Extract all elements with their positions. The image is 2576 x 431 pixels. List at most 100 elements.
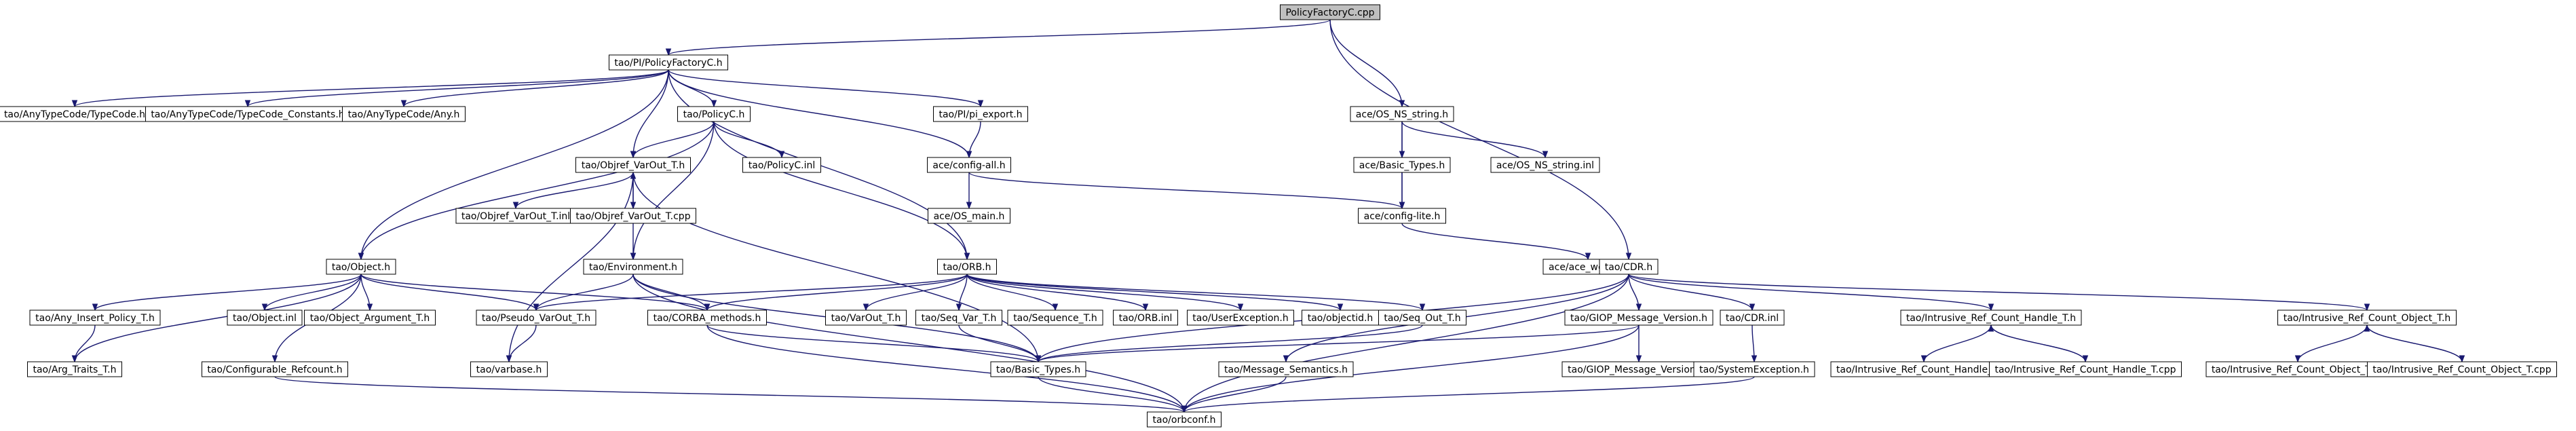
arrowhead-orb-h-to-sequence-t-h — [1052, 303, 1059, 312]
node-box-systemexception-h — [1693, 361, 1815, 377]
edge-policyc-h-to-environment-h — [632, 121, 715, 260]
node-intrusive-handle-t-h[interactable]: tao/Intrusive_Ref_Count_Handle_T.h — [1900, 310, 2082, 326]
node-orbconf-h[interactable]: tao/orbconf.h — [1147, 411, 1221, 428]
edge-object-h-to-corba-methods-h — [360, 274, 708, 311]
edge-policyc-h-to-object-h — [360, 121, 715, 260]
node-ace-config-lite-h[interactable]: ace/config-lite.h — [1358, 208, 1446, 224]
arrowhead-policyfactoryc-cpp-to-pi-policyfactoryc-h — [665, 48, 672, 56]
nodes-layer: PolicyFactoryC.cpp tao/PI/PolicyFactoryC.… — [0, 4, 2557, 428]
node-policyc-h[interactable]: tao/PolicyC.h — [677, 106, 751, 122]
node-pi-export-h[interactable]: tao/PI/pi_export.h — [933, 106, 1028, 122]
arrowhead-objref-varout-t-cpp-to-environment-h — [630, 252, 637, 261]
node-label-userexception-h: tao/UserException.h — [1192, 313, 1288, 324]
node-box-intrusive-object-t-cpp — [2367, 361, 2557, 377]
node-policyfactoryc-cpp: PolicyFactoryC.cpp — [1280, 4, 1380, 20]
node-varbase-h[interactable]: tao/varbase.h — [470, 361, 548, 377]
node-box-pi-export-h — [933, 106, 1028, 122]
node-intrusive-handle-t-cpp[interactable]: tao/Intrusive_Ref_Count_Handle_T.cpp — [1989, 361, 2182, 377]
edge-orb-h-to-corba-methods-h — [706, 274, 968, 311]
node-varout-t-h[interactable]: tao/VarOut_T.h — [825, 310, 907, 326]
edge-objref-varout-t-h-to-objref-varout-t-inl — [515, 172, 634, 209]
node-box-intrusive-handle-t-h — [1900, 310, 2082, 326]
edge-policyc-h-to-orb-h — [713, 121, 968, 260]
edge-intrusive-handle-t-cpp-to-intrusive-handle-t-h — [1990, 324, 2086, 362]
node-label-object-inl: tao/Object.inl — [233, 313, 297, 324]
node-typecode-constants-h: tao/AnyTypeCode/TypeCode_Constants.h — [145, 106, 350, 122]
node-userexception-h[interactable]: tao/UserException.h — [1187, 310, 1294, 326]
node-ace-os-ns-string-h[interactable]: ace/OS_NS_string.h — [1350, 106, 1454, 122]
node-label-varout-t-h: tao/VarOut_T.h — [831, 313, 901, 324]
node-pseudo-varout-t-h[interactable]: tao/Pseudo_VarOut_T.h — [476, 310, 596, 326]
node-intrusive-object-t-inl[interactable]: tao/Intrusive_Ref_Count_Object_T.inl — [2205, 361, 2390, 377]
node-intrusive-handle-t-inl[interactable]: tao/Intrusive_Ref_Count_Handle_T.inl — [1830, 361, 2018, 377]
node-label-objref-varout-t-cpp: tao/Objref_VarOut_T.cpp — [575, 211, 690, 222]
arrowhead-ace-os-ns-string-h-to-ace-os-ns-string-inl — [1542, 151, 1549, 159]
node-policyc-inl[interactable]: tao/PolicyC.inl — [742, 157, 821, 173]
node-intrusive-object-t-h[interactable]: tao/Intrusive_Ref_Count_Object_T.h — [2277, 310, 2457, 326]
node-arg-traits-t-h[interactable]: tao/Arg_Traits_T.h — [27, 361, 122, 377]
node-label-corba-methods-h: tao/CORBA_methods.h — [654, 313, 761, 324]
node-intrusive-object-t-cpp[interactable]: tao/Intrusive_Ref_Count_Object_T.cpp — [2367, 361, 2557, 377]
edge-policyc-h-to-objref-varout-t-h — [632, 121, 715, 158]
node-box-intrusive-handle-t-cpp — [1989, 361, 2182, 377]
node-label-environment-h: tao/Environment.h — [589, 262, 677, 273]
node-objectid-h[interactable]: tao/objectid.h — [1302, 310, 1379, 326]
node-box-giop-message-version-h — [1564, 310, 1713, 326]
node-object-inl[interactable]: tao/Object.inl — [227, 310, 303, 326]
node-ace-basic-types-h[interactable]: ace/Basic_Types.h — [1353, 157, 1451, 173]
node-any-insert-policy-t-h[interactable]: tao/Any_Insert_Policy_T.h — [29, 310, 161, 326]
node-sequence-t-h[interactable]: tao/Sequence_T.h — [1007, 310, 1103, 326]
node-tao-basic-types-h[interactable]: tao/Basic_Types.h — [990, 361, 1086, 377]
node-box-object-h — [326, 259, 396, 275]
node-box-policyc-inl — [742, 157, 821, 173]
node-ace-os-ns-string-inl[interactable]: ace/OS_NS_string.inl — [1490, 157, 1600, 173]
node-object-argument-t-h[interactable]: tao/Object_Argument_T.h — [304, 310, 436, 326]
edge-pi-policyfactoryc-h-to-objref-varout-t-h — [632, 69, 669, 158]
edge-orb-h-to-orb-inl — [966, 274, 1146, 311]
edges-layer — [71, 19, 2465, 413]
node-label-ace-config-lite-h: ace/config-lite.h — [1364, 211, 1441, 222]
node-label-object-argument-t-h: tao/Object_Argument_T.h — [310, 313, 430, 324]
node-box-object-argument-t-h — [304, 310, 436, 326]
node-box-ace-os-ns-string-inl — [1490, 157, 1600, 173]
node-orb-h[interactable]: tao/ORB.h — [937, 259, 997, 275]
node-systemexception-h[interactable]: tao/SystemException.h — [1693, 361, 1815, 377]
node-box-corba-methods-h — [647, 310, 767, 326]
node-objref-varout-t-cpp[interactable]: tao/Objref_VarOut_T.cpp — [570, 208, 696, 224]
node-seq-out-t-h[interactable]: tao/Seq_Out_T.h — [1378, 310, 1466, 326]
node-giop-message-version-h[interactable]: tao/GIOP_Message_Version.h — [1564, 310, 1713, 326]
node-objref-varout-t-inl[interactable]: tao/Objref_VarOut_T.inl — [455, 208, 576, 224]
node-box-ace-os-ns-string-h — [1350, 106, 1454, 122]
node-orb-inl[interactable]: tao/ORB.inl — [1113, 310, 1178, 326]
edge-configurable-refcount-h-to-orbconf-h — [274, 376, 1185, 413]
node-label-policyc-h: tao/PolicyC.h — [683, 109, 745, 120]
node-cdr-h[interactable]: tao/CDR.h — [1599, 259, 1659, 275]
edge-objref-varout-t-h-to-varbase-h — [508, 172, 634, 362]
node-environment-h[interactable]: tao/Environment.h — [583, 259, 683, 275]
edge-intrusive-object-t-cpp-to-intrusive-object-t-h — [2366, 324, 2463, 362]
node-box-tao-basic-types-h — [990, 361, 1086, 377]
node-ace-os-main-h[interactable]: ace/OS_main.h — [928, 208, 1010, 224]
node-label-message-semantics-h: tao/Message_Semantics.h — [1224, 364, 1348, 375]
arrowhead-orb-h-to-objectid-h — [1337, 303, 1344, 312]
node-label-policyc-inl: tao/PolicyC.inl — [749, 160, 816, 171]
node-pi-policyfactoryc-h[interactable]: tao/PI/PolicyFactoryC.h — [609, 54, 728, 71]
edge-pi-policyfactoryc-h-to-object-h — [360, 69, 669, 260]
node-message-semantics-h[interactable]: tao/Message_Semantics.h — [1218, 361, 1354, 377]
node-configurable-refcount-h[interactable]: tao/Configurable_Refcount.h — [202, 361, 348, 377]
edge-policyfactoryc-cpp-to-ace-os-ns-string-h — [1329, 19, 1403, 107]
node-corba-methods-h[interactable]: tao/CORBA_methods.h — [647, 310, 767, 326]
node-ace-config-all-h[interactable]: ace/config-all.h — [927, 157, 1011, 173]
node-giop-message-version-inl[interactable]: tao/GIOP_Message_Version.inl — [1561, 361, 1716, 377]
edge-tao-basic-types-h-to-orbconf-h — [1038, 376, 1185, 413]
node-cdr-inl[interactable]: tao/CDR.inl — [1720, 310, 1785, 326]
node-box-message-semantics-h — [1218, 361, 1354, 377]
node-label-objectid-h: tao/objectid.h — [1308, 313, 1374, 324]
edge-corba-methods-h-to-orbconf-h — [706, 324, 1185, 413]
node-label-ace-config-all-h: ace/config-all.h — [932, 160, 1005, 171]
node-box-cdr-h — [1599, 259, 1659, 275]
arrowhead-cdr-h-to-message-semantics-h — [1283, 355, 1289, 363]
node-object-h[interactable]: tao/Object.h — [326, 259, 396, 275]
node-seq-var-t-h[interactable]: tao/Seq_Var_T.h — [915, 310, 1002, 326]
node-objref-varout-t-h[interactable]: tao/Objref_VarOut_T.h — [575, 157, 691, 173]
